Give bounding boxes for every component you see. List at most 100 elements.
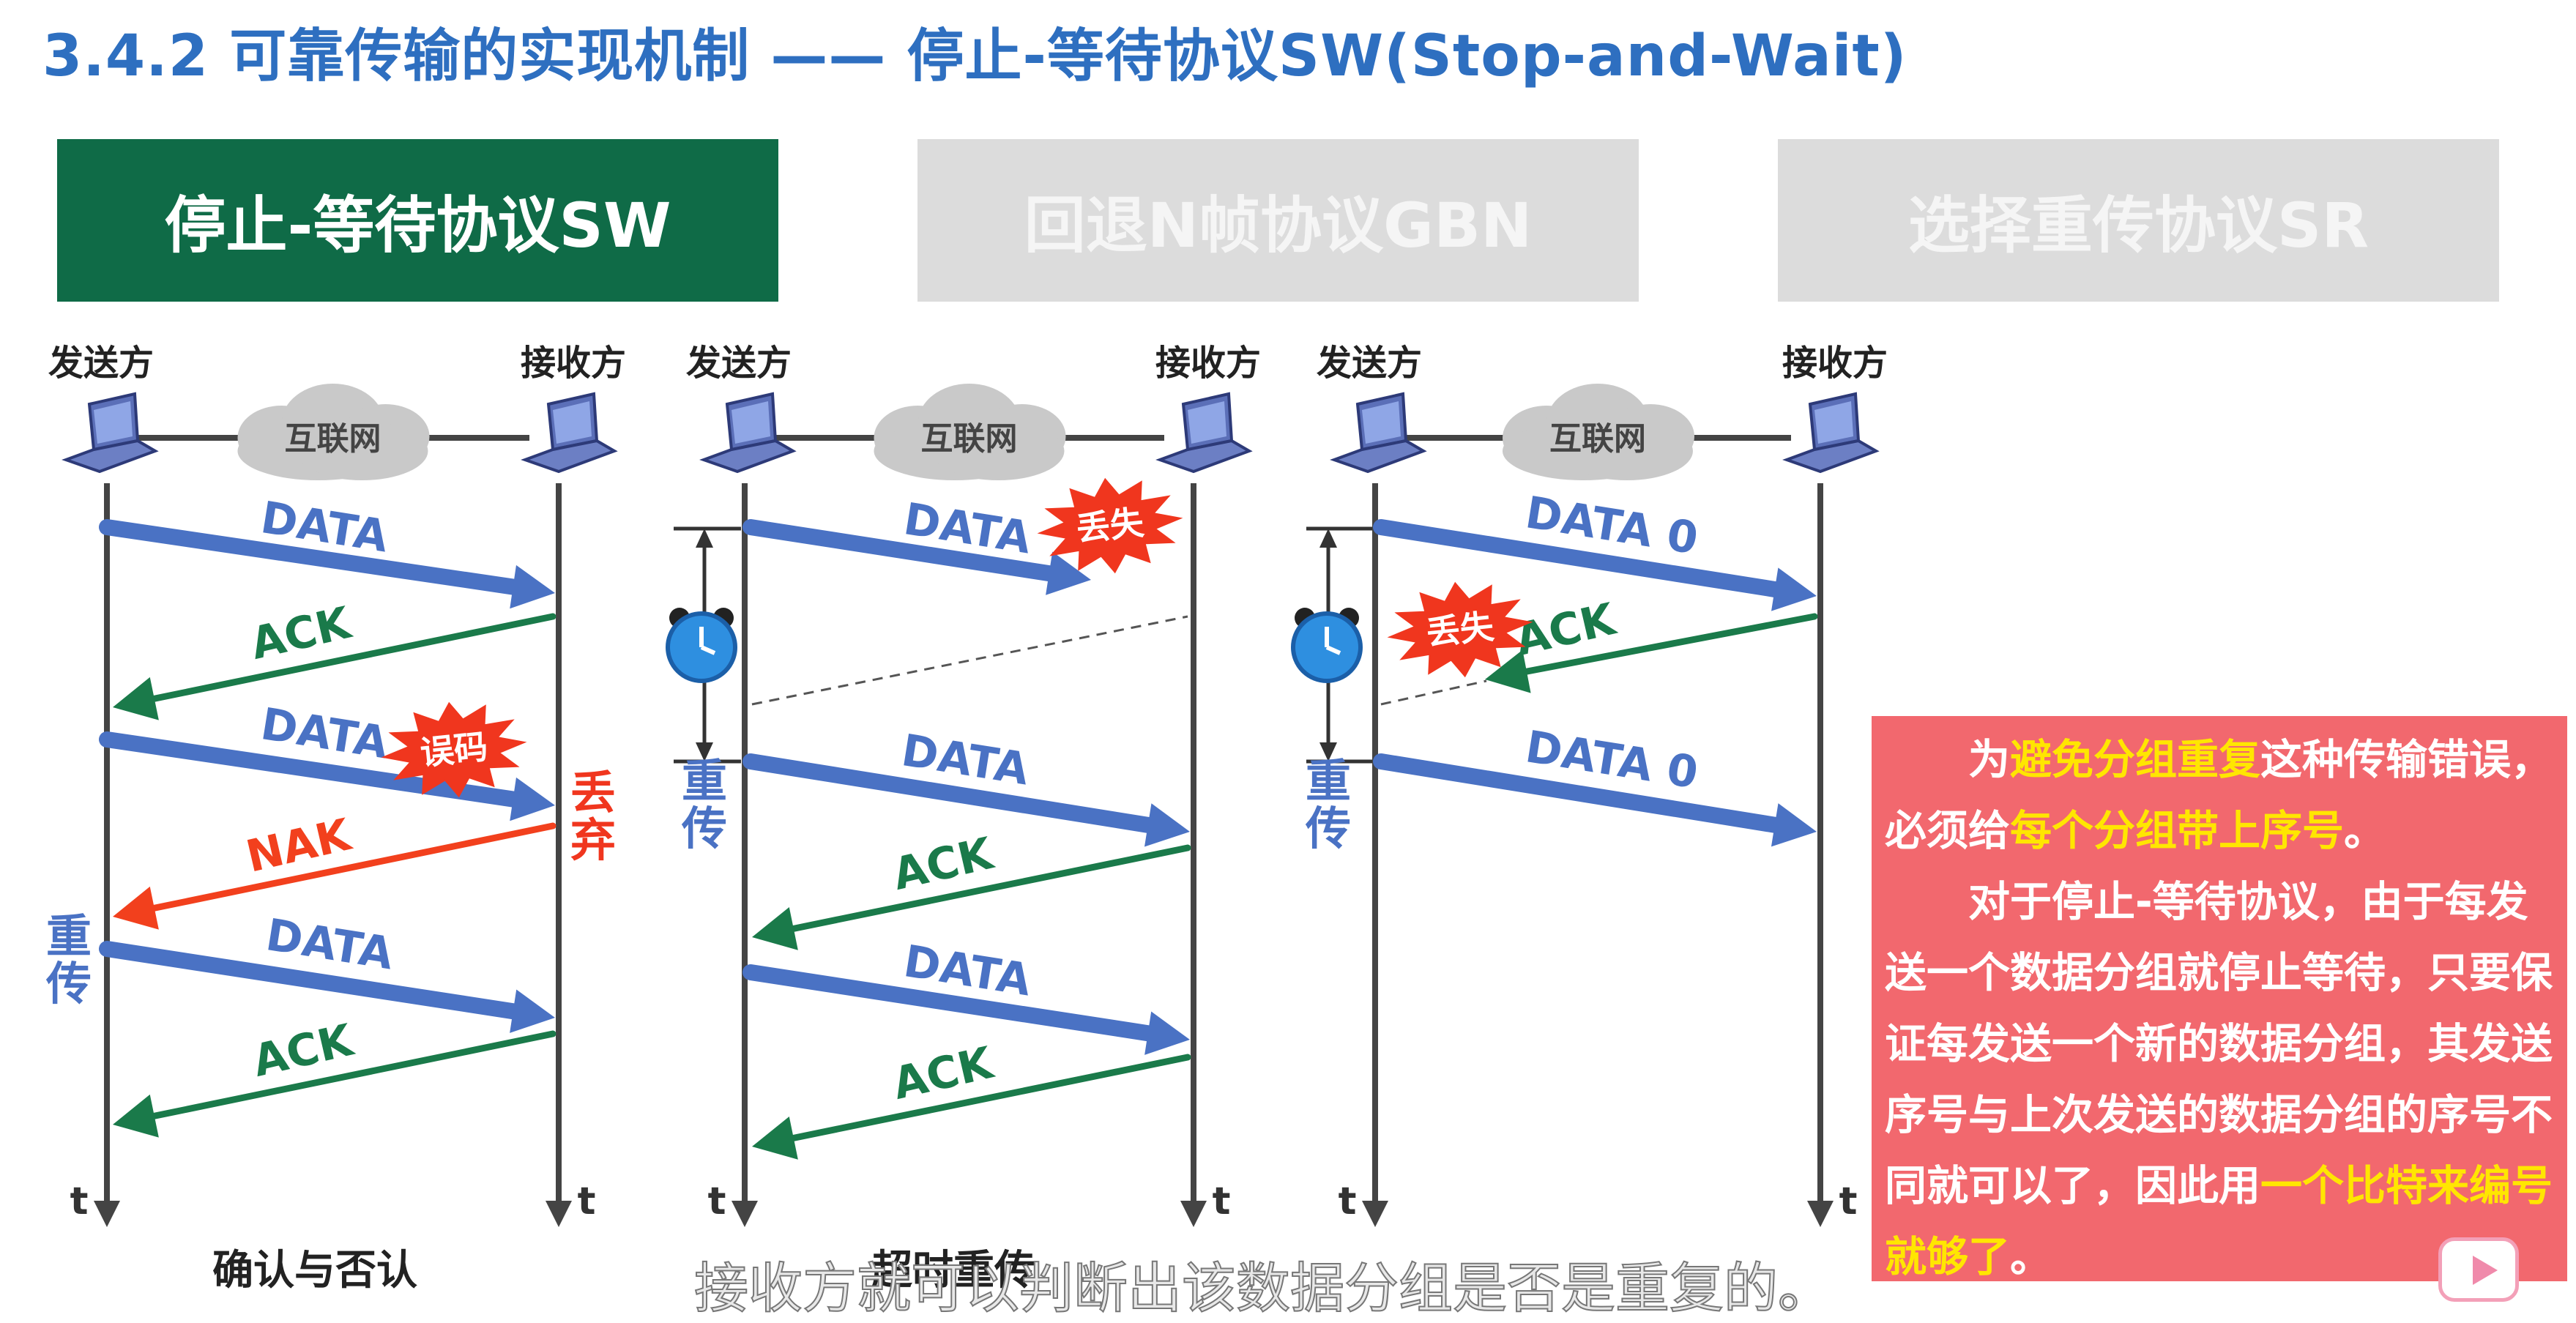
timer-span-head: [696, 529, 713, 548]
ack-arrow-head: [113, 677, 159, 720]
laptop-icon: [1782, 392, 1880, 474]
laptop-icon: [521, 392, 618, 474]
laptop-icon: [1330, 392, 1427, 474]
timeout-dashed-line: [751, 615, 1188, 706]
data-arrow: [99, 731, 555, 821]
receiver-timeline-head: [1807, 1201, 1834, 1227]
burst-icon-label: 误码: [418, 726, 489, 772]
sender-label: 发送方: [686, 343, 792, 384]
panel-caption-timeout: 超时重传: [871, 1247, 1035, 1294]
ack-arrow-shaft: [1523, 613, 1818, 675]
receiver-timeline-head: [546, 1201, 572, 1227]
receiver-label: 接收方: [1782, 343, 1888, 384]
cloud-icon: [1503, 384, 1694, 480]
data-arrow-shaft: [742, 964, 1156, 1042]
page-title: 3.4.2 可靠传输的实现机制 —— 停止-等待协议SW(Stop-and-Wa…: [42, 23, 1907, 89]
data-arrow-head: [1144, 803, 1190, 847]
data-arrow-shaft: [742, 753, 1156, 833]
cloud-icon-puff: [296, 422, 428, 480]
laptop-icon-keyboard: [1155, 439, 1253, 474]
data-arrow: [742, 964, 1190, 1055]
laptop-icon: [699, 392, 797, 474]
ack-arrow: [113, 613, 556, 720]
alarm-clock-icon: [1291, 608, 1363, 683]
data-arrow-shaft: [99, 941, 521, 1020]
cloud-icon-label: 互联网: [921, 420, 1018, 458]
data-arrow-head: [1771, 803, 1817, 847]
laptop-icon-display: [1188, 401, 1226, 444]
ack-arrow: [752, 844, 1191, 950]
timeout-dashed-line: [1380, 679, 1487, 706]
discard-label: 丢: [570, 766, 616, 819]
retransmit-label: 重: [46, 909, 92, 963]
data-arrow: [1373, 753, 1817, 847]
retransmit-label: 重: [682, 754, 727, 808]
burst-icon-label: 丢失: [1074, 502, 1146, 548]
note-highlight: 一个比特来编号就够了: [1885, 1162, 2553, 1281]
laptop-icon-keyboard: [1782, 439, 1880, 474]
receiver-time-label: t: [1213, 1179, 1231, 1223]
ack-arrow: [113, 1030, 556, 1138]
burst-icon-shape: [1387, 581, 1533, 678]
laptop-icon-keyboard: [1330, 439, 1427, 474]
data-arrow-head: [510, 777, 555, 821]
laptop-icon-keyboard: [62, 439, 159, 474]
laptop-icon-display: [732, 401, 770, 444]
sender-timeline-head: [94, 1201, 120, 1227]
laptop-icon-display: [94, 401, 133, 444]
sender-label: 发送方: [1317, 343, 1422, 384]
ack-arrow-shaft: [151, 613, 556, 702]
data-arrow-head: [510, 989, 555, 1033]
laptop-icon-keyboard: [521, 439, 618, 474]
timer-span-head: [1319, 742, 1337, 761]
laptop-icon: [1155, 392, 1253, 474]
data-arrow: [1373, 519, 1817, 611]
sender-label: 发送方: [48, 343, 154, 384]
laptop-icon-display: [1814, 401, 1853, 444]
ack-arrow-shaft: [151, 1030, 556, 1119]
ack-arrow-shaft: [790, 844, 1191, 932]
note-highlight: 避免分组重复: [2010, 736, 2260, 784]
cloud-icon-label: 互联网: [285, 420, 381, 458]
receiver-timeline-head: [1180, 1201, 1207, 1227]
data-arrow-shaft: [742, 519, 1057, 582]
burst-icon: 丢失: [1037, 477, 1183, 574]
sender-time-label: t: [70, 1179, 89, 1223]
data-arrow-head: [1046, 551, 1091, 595]
note-text: 。: [2010, 1233, 2052, 1281]
receiver-label: 接收方: [521, 343, 626, 384]
ack-arrow-head: [113, 1094, 159, 1138]
alarm-clock-icon-hand: [700, 645, 716, 655]
ack-arrow-shaft: [790, 1054, 1191, 1141]
video-play-icon[interactable]: [2438, 1237, 2519, 1302]
burst-icon-shape: [381, 701, 527, 798]
data-arrow-head: [1144, 1011, 1190, 1055]
note-text: 对于停止-等待协议，由于每发送一个数据分组就停止等待，只要保证每发送一个新的数据…: [1885, 878, 2553, 1210]
tab-go-back-n[interactable]: 回退N帧协议GBN: [917, 139, 1639, 302]
timer-span-head: [696, 742, 713, 761]
burst-icon-label: 丢失: [1424, 606, 1496, 652]
nak-arrow-shaft: [151, 822, 556, 912]
note-text: 这种传输错误，必须给: [1885, 736, 2553, 855]
note-text: 为: [1968, 736, 2010, 784]
ack-arrow-head: [1485, 649, 1531, 693]
ack-arrow: [1485, 613, 1818, 693]
receiver-time-label: t: [578, 1179, 596, 1223]
laptop-icon-display: [553, 401, 592, 444]
video-subtitle: 接收方就可以判断出该数据分组是否是重复的。: [693, 1256, 1833, 1321]
tab-selective-repeat[interactable]: 选择重传协议SR: [1778, 139, 2499, 302]
retransmit-label: 传: [681, 802, 727, 855]
note-paragraph-2: 对于停止-等待协议，由于每发送一个数据分组就停止等待，只要保证每发送一个新的数据…: [1885, 867, 2554, 1293]
explanation-note: 为避免分组重复这种传输错误，必须给每个分组带上序号。 对于停止-等待协议，由于每…: [1872, 716, 2567, 1281]
cloud-icon-puff: [932, 422, 1065, 480]
ack-arrow-head: [752, 1116, 798, 1160]
sender-timeline-head: [1362, 1201, 1388, 1227]
cloud-icon: [237, 384, 430, 480]
data-arrow-shaft: [99, 731, 521, 808]
nak-arrow-head: [113, 886, 159, 930]
tab-stop-and-wait[interactable]: 停止-等待协议SW: [57, 139, 778, 302]
ack-arrow-head: [752, 906, 798, 950]
laptop-icon-display: [1362, 401, 1401, 444]
cloud-icon-puff: [1561, 422, 1693, 480]
